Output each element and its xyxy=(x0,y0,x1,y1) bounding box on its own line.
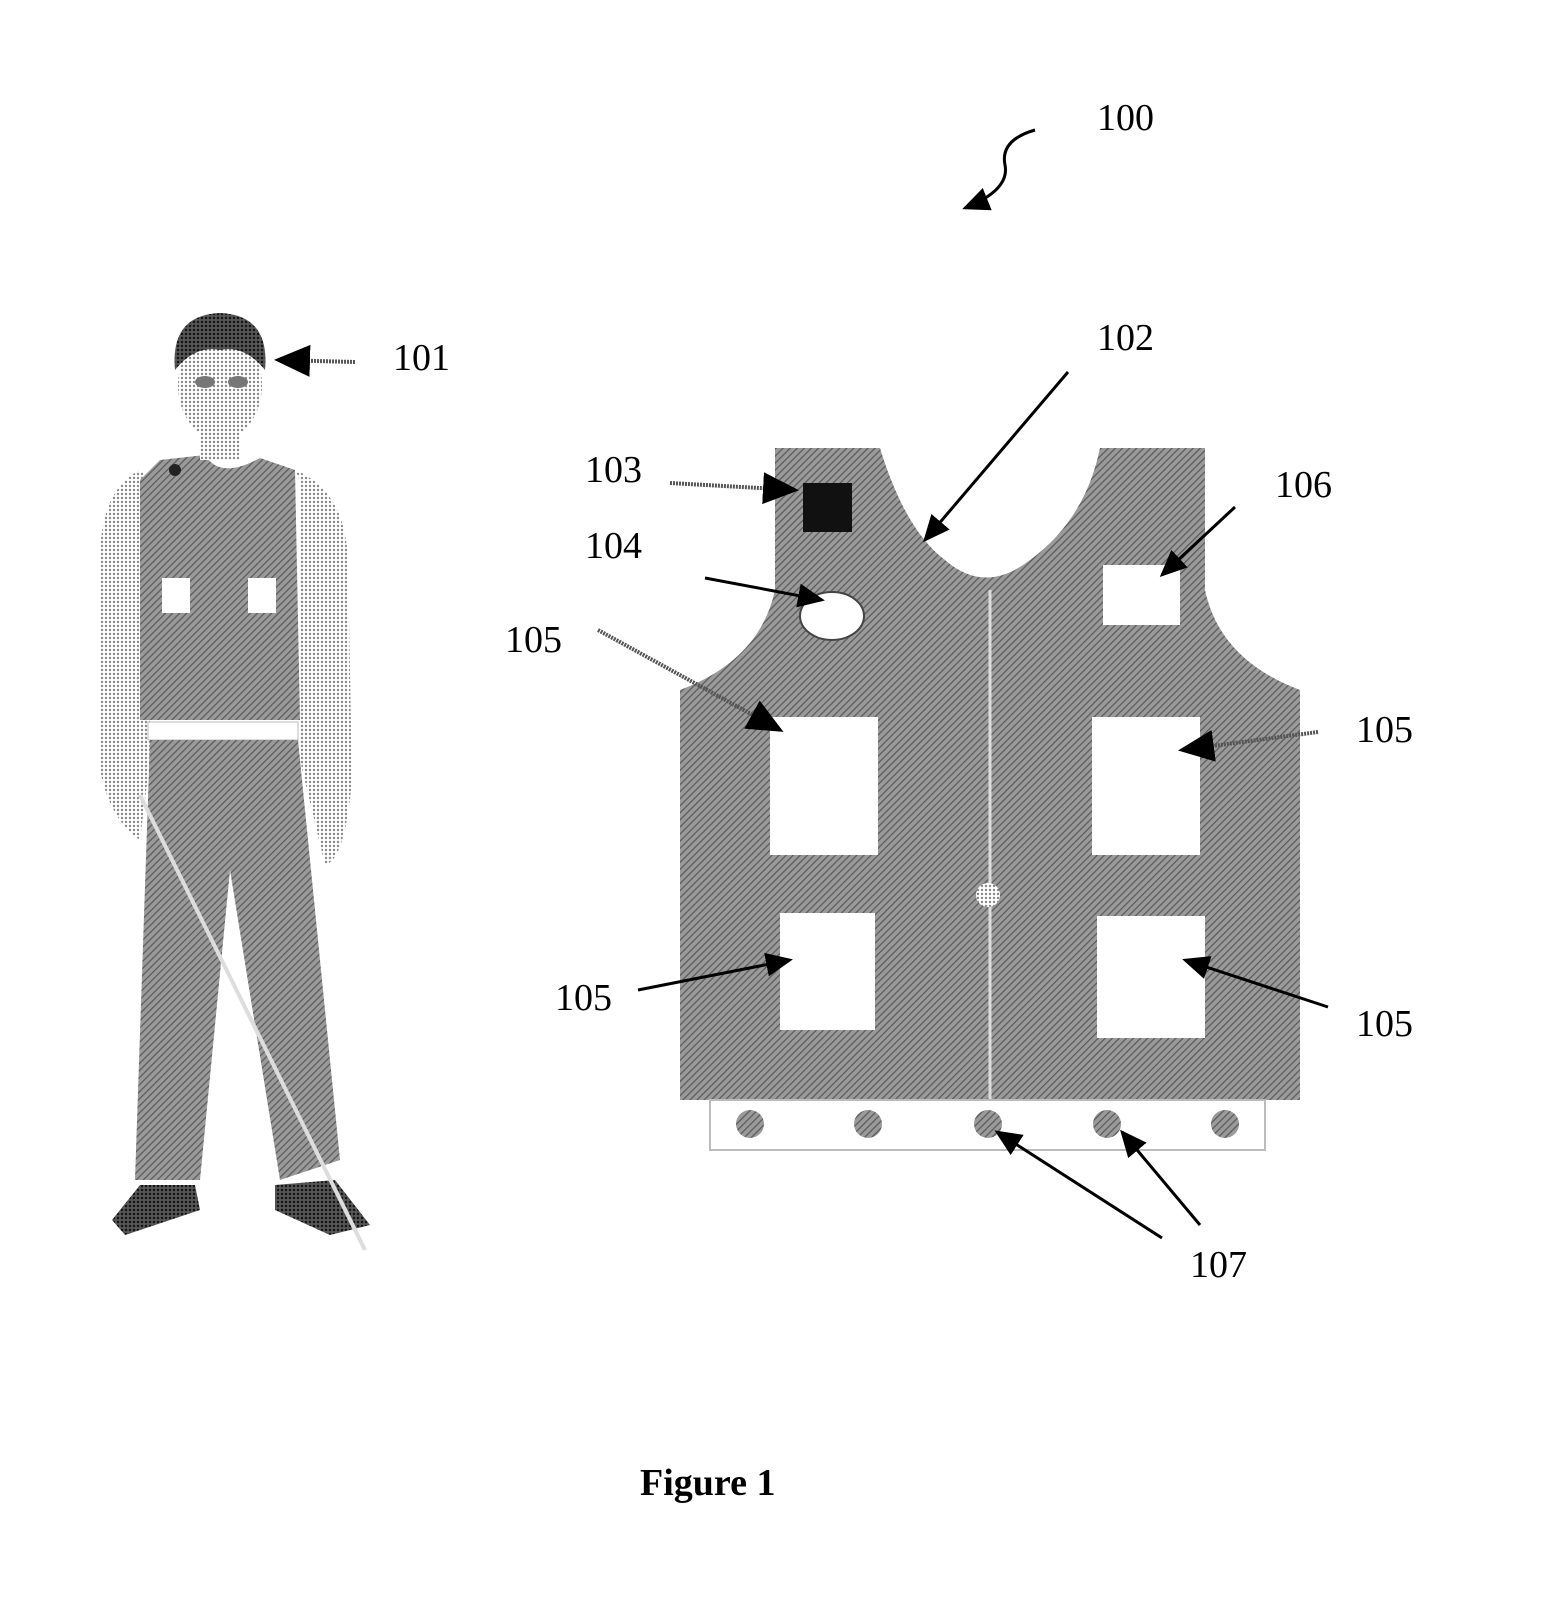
arrow-102 xyxy=(923,371,1070,543)
component-105-rect xyxy=(1097,916,1205,1038)
person-vest-patch xyxy=(162,578,190,613)
person-camera xyxy=(169,464,181,476)
arrow-106 xyxy=(1159,505,1237,578)
leader-arrows xyxy=(274,128,1329,1240)
arrow-107a xyxy=(994,1130,1163,1240)
arrow-105-upper-right xyxy=(1178,729,1319,762)
vest-diagram xyxy=(680,448,1300,1151)
label-101: 101 xyxy=(393,337,450,379)
belt-sensor xyxy=(1093,1110,1121,1138)
component-105-rect xyxy=(780,913,875,1030)
component-106-rect xyxy=(1103,565,1180,625)
arrow-105-lower-left xyxy=(637,952,793,992)
belt-sensor xyxy=(854,1110,882,1138)
label-102: 102 xyxy=(1097,317,1154,359)
person-hair xyxy=(174,313,266,370)
vest-button xyxy=(976,883,1000,907)
arrow-100 xyxy=(962,128,1036,211)
person-cane xyxy=(138,794,367,1251)
label-105-upper-left: 105 xyxy=(505,619,562,661)
person-head xyxy=(178,330,262,440)
person-vest xyxy=(140,455,300,720)
person-shoe xyxy=(275,1180,370,1235)
person-arms xyxy=(100,470,352,865)
arrow-105-upper-left xyxy=(597,628,784,732)
label-104: 104 xyxy=(585,525,642,567)
label-100: 100 xyxy=(1097,97,1154,139)
arrow-101 xyxy=(274,344,356,377)
label-106: 106 xyxy=(1275,464,1332,506)
person-shoe xyxy=(112,1185,200,1235)
figure-caption: Figure 1 xyxy=(640,1462,775,1504)
arrow-104 xyxy=(704,576,825,608)
component-105-rect xyxy=(1092,717,1200,855)
component-105-rect xyxy=(770,717,878,855)
belt-sensor xyxy=(1211,1110,1239,1138)
person-illustration xyxy=(100,313,370,1251)
component-104-ellipse xyxy=(799,591,865,641)
label-105-upper-right: 105 xyxy=(1356,709,1413,751)
person-neck xyxy=(200,430,240,460)
person-pants xyxy=(135,740,340,1180)
label-105-lower-right: 105 xyxy=(1356,1003,1413,1045)
arrow-105-lower-right xyxy=(1182,956,1329,1009)
label-103: 103 xyxy=(585,449,642,491)
person-eye xyxy=(195,376,215,388)
person-eye xyxy=(228,376,248,388)
label-107: 107 xyxy=(1190,1244,1247,1286)
arrow-107b xyxy=(1120,1129,1202,1226)
person-vest-patch xyxy=(248,578,276,613)
belt-sensor xyxy=(736,1110,764,1138)
label-105-lower-left: 105 xyxy=(555,977,612,1019)
person-belt xyxy=(147,721,299,741)
belt-sensors xyxy=(736,1110,1239,1138)
component-103-square xyxy=(803,483,852,532)
